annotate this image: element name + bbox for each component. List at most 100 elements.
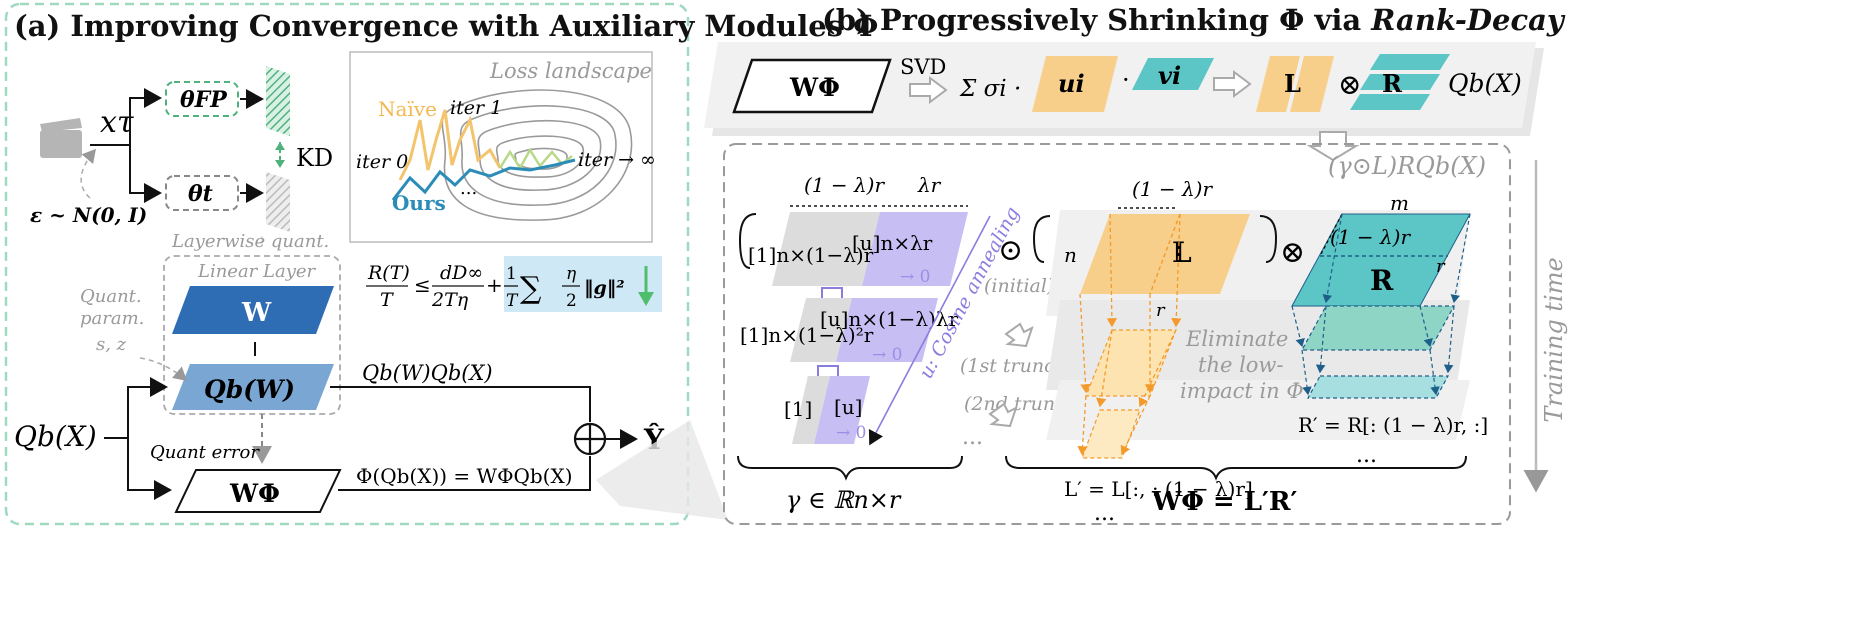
ones-block-1: [1]n×(1−λ)r	[748, 243, 874, 267]
noise-arrow	[80, 148, 96, 199]
zero-2: → 0	[872, 345, 902, 365]
svg-text:dD∞: dD∞	[440, 262, 483, 284]
svg-text:2: 2	[566, 291, 577, 311]
qbx-to-qbw-arrow	[127, 377, 168, 438]
ones-3: [1]	[784, 397, 812, 421]
noise-label: ε ~ N(0, I)	[30, 203, 147, 227]
gamma-u-3	[814, 376, 870, 444]
odot-op: ⊙	[998, 233, 1023, 268]
initial-label: (initial)	[984, 275, 1054, 297]
regret-bound: R(T) T ≤ dD∞ 2Tη + 1 T ∑ η 2 ‖g‖²	[366, 256, 662, 312]
training-time-label: Training time	[1540, 257, 1568, 422]
ours-label: Ours	[392, 191, 446, 215]
gamma-ones-2	[790, 298, 852, 362]
qbw-label: Qb(W)	[204, 375, 295, 404]
phi-eq-label: Φ(Qb(X)) = WΦQb(X)	[356, 464, 573, 488]
iter-inf-label: iter → ∞	[578, 149, 656, 171]
otimes-top: ⊗	[1338, 68, 1361, 101]
sz-label: s, z	[96, 334, 127, 355]
n-label: n	[1064, 243, 1077, 267]
sum-node	[573, 422, 607, 456]
R-projection-lines	[1291, 213, 1471, 396]
linear-layer-box	[163, 255, 341, 415]
svd-w-phi-label: WΦ	[789, 73, 840, 102]
R-row-1	[1370, 54, 1450, 70]
qbw-qbx-label: Qb(W)Qb(X)	[362, 361, 493, 385]
l-bracket-left	[1032, 215, 1051, 263]
naive-label: Naïve	[378, 97, 437, 121]
eliminate-3: impact in Φ	[1180, 379, 1304, 403]
linear-layer-label: Linear Layer	[197, 261, 317, 282]
gamma-expr: (γ⊙L)RQb(X)	[1328, 152, 1486, 180]
svg-text:+: +	[486, 273, 503, 297]
svd-w-phi-box	[732, 58, 892, 114]
svg-text:R(T): R(T)	[367, 262, 410, 284]
w-phi-label: WΦ	[229, 479, 280, 508]
otimes-mid: ⊗	[1280, 235, 1305, 270]
u-3: [u]	[834, 395, 863, 419]
eliminate-1: Eliminate	[1185, 327, 1288, 351]
r-dim-label: (1 − λ)r	[1330, 225, 1411, 249]
L-split	[1149, 213, 1181, 295]
truncate-ellipsis: ...	[962, 425, 983, 450]
quant-param-label-1: Quant.	[80, 286, 142, 307]
loss-landscape-box	[349, 51, 653, 243]
L-matrix-label: L	[1172, 236, 1192, 269]
arrow-to-theta-t	[129, 145, 162, 203]
weight-w	[172, 286, 334, 334]
svg-text:∑: ∑	[520, 271, 542, 306]
R-label: R	[1382, 69, 1403, 98]
m-label: m	[1390, 191, 1409, 215]
theta-t-box	[165, 175, 239, 211]
qbx-to-wphi-arrow	[127, 438, 172, 500]
naive-trajectory	[398, 109, 502, 181]
R-dim-line	[1319, 213, 1343, 257]
l-prime-eq: L′ = L[:, : (1 − λ)r]	[1064, 477, 1253, 501]
svd-arrow	[909, 76, 948, 104]
contour-lines	[441, 89, 633, 221]
layerwise-quant-label: Layerwise quant.	[171, 231, 329, 252]
L-col-2	[1290, 56, 1334, 112]
quantized-weight	[172, 364, 334, 410]
L-projection-lines	[1077, 213, 1182, 456]
cosine-arrow	[868, 215, 991, 446]
gamma-u-1	[862, 212, 968, 286]
l-dim-label: (1 − λ)r	[1132, 177, 1213, 201]
arrow-to-theta-fp	[90, 88, 162, 146]
gamma-brace	[737, 455, 963, 481]
theta-t-label: θt	[188, 181, 213, 207]
down-arrow	[1306, 131, 1360, 162]
R-matrix-label: R	[1370, 264, 1394, 297]
r-prime-eq: R′ = R[: (1 − λ)r, :]	[1298, 413, 1488, 437]
quant-param-label-2: param.	[80, 308, 144, 329]
iter0-label: iter 0	[356, 151, 408, 173]
theta-fp-box	[165, 81, 239, 117]
w-phi-eq: WΦ = L′R′	[1151, 487, 1297, 517]
wphi-out-line	[338, 456, 591, 491]
svg-text:T: T	[380, 289, 394, 311]
w-phi-brace	[1005, 455, 1467, 481]
gamma-ones-1	[772, 212, 880, 286]
naive-trajectory-tail	[498, 147, 573, 171]
qbx-top: Qb(X)	[1448, 69, 1522, 98]
gamma-bracket	[738, 213, 757, 269]
panel-a-frame	[4, 2, 690, 526]
svg-text:2Tη: 2Tη	[431, 289, 469, 311]
kd-label: KD	[296, 144, 333, 172]
weight-w-label: W	[241, 298, 272, 328]
l-ellipsis: ...	[1094, 501, 1115, 526]
v-vector	[1132, 58, 1214, 90]
loss-landscape-label: Loss landscape	[489, 59, 652, 83]
L-label: L	[1284, 69, 1301, 98]
r-label-R: r	[1436, 256, 1446, 277]
R-row-3	[1350, 94, 1430, 110]
to-lr-arrow	[1213, 70, 1252, 98]
ones-block-2: [1]n×(1−λ)²r	[740, 323, 874, 347]
svd-label: SVD	[900, 55, 946, 79]
quant-param-arrow	[139, 357, 188, 381]
truncate-arrow-2	[988, 402, 1018, 428]
v-label: vi	[1158, 61, 1181, 90]
gamma-u-2	[836, 298, 938, 362]
u-block-1: [u]n×λr	[852, 231, 933, 255]
